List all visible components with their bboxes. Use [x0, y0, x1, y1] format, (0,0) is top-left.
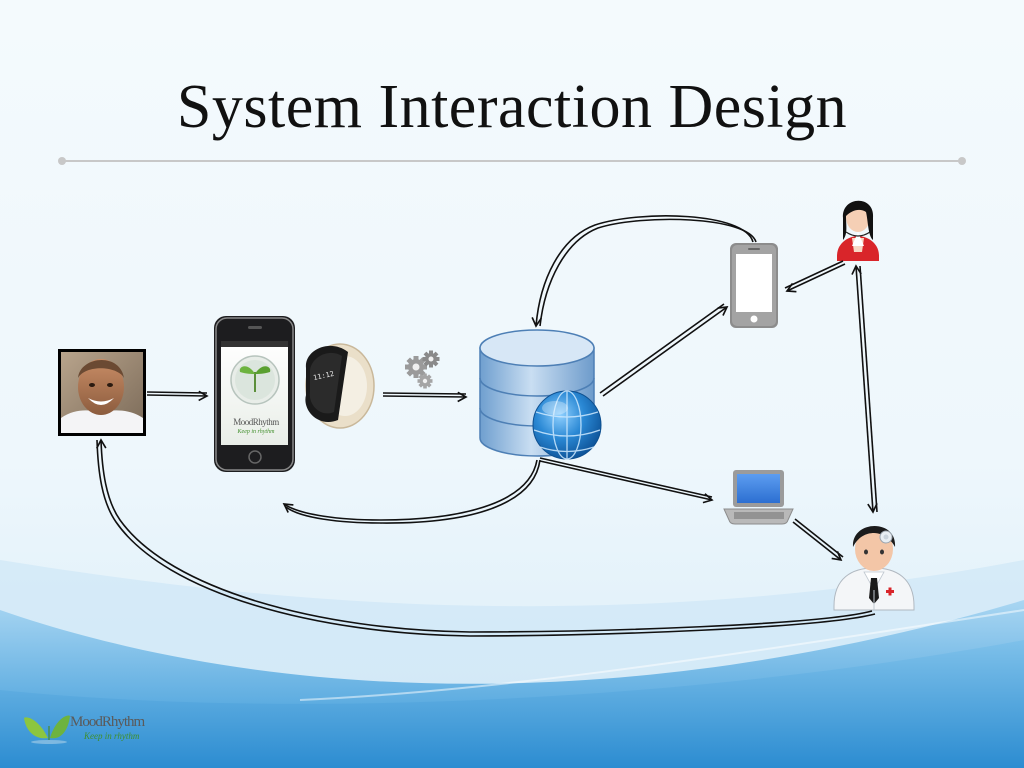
arrow-mobile-to-database	[531, 215, 757, 328]
arrow-database-to-phone	[282, 459, 541, 524]
gears-icon	[405, 350, 440, 389]
laptop	[723, 470, 794, 525]
moodrhythm-logo-icon	[24, 715, 70, 744]
person-photo	[58, 349, 146, 436]
background-wave-dark	[0, 640, 1024, 768]
arrow-database-to-laptop	[539, 457, 714, 504]
logo-tagline: Keep in rhythm	[84, 731, 140, 741]
slide-title: System Interaction Design	[176, 73, 848, 141]
divider-end-left	[58, 157, 66, 165]
flow-arrows	[95, 215, 878, 637]
logo-brand: MoodRhythm	[70, 714, 145, 730]
arrow-doctor-to-person	[95, 438, 876, 637]
database-globe	[479, 329, 602, 460]
phone-app-tagline: Keep in rhythm	[237, 429, 275, 435]
arrow-laptop-to-doctor	[792, 518, 844, 562]
divider-end-right	[958, 157, 966, 165]
arrow-caregiver-doctor	[851, 264, 878, 514]
arrow-database-to-mobile	[599, 303, 729, 397]
background-wave-highlight	[299, 609, 1024, 701]
smartwatch	[305, 343, 375, 429]
arrow-device-to-database	[382, 391, 468, 403]
arrow-person-to-phone	[146, 390, 209, 402]
arrow-caregiver-to-mobile	[784, 260, 846, 293]
smartphone-app	[214, 316, 295, 472]
phone-app-brand: MoodRhythm	[233, 417, 279, 427]
caregiver-avatar	[837, 200, 879, 261]
doctor-avatar	[833, 525, 915, 611]
mobile-phone	[730, 243, 778, 328]
